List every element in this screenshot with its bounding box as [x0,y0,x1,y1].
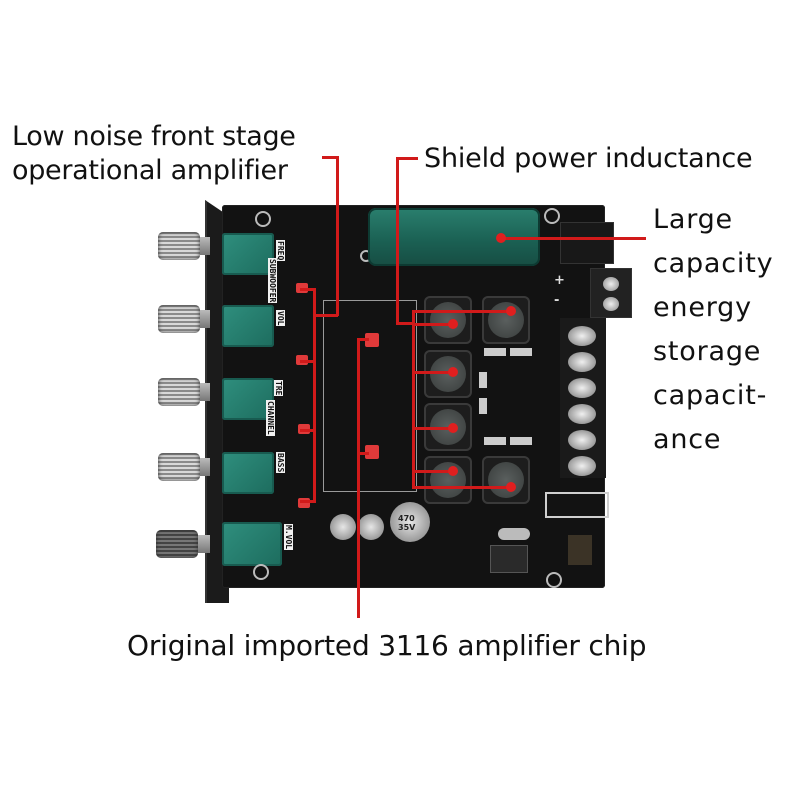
leader-dot [448,319,458,329]
knob-subwoofer-vol [158,305,200,333]
callout-chip-label: Original imported 3116 amplifier chip [127,629,647,662]
inductor [482,296,530,344]
leader-dot [506,482,516,492]
potentiometer-bass [222,452,274,494]
callout-cap-line: capacit- [653,380,768,411]
leader-line [396,322,414,325]
potentiometer-master-vol [222,522,282,566]
leader-dot [506,306,516,316]
terminal-screw [568,352,596,372]
power-polarity-marks: + - [554,271,565,311]
leader-line [336,156,339,316]
smd-component [479,372,487,388]
smd-component [484,437,506,445]
electrolytic-capacitor-470uf: 470 35V [390,502,430,542]
potentiometer-subwoofer-vol [222,305,274,347]
callout-cap-line: ance [653,424,722,455]
leader-line [300,429,316,432]
knob-treble [158,378,200,406]
inductor [424,456,472,504]
terminal-screw [603,297,619,311]
amplifier-chip-area [323,300,417,492]
silkscreen-master-vol: M.VOL [284,524,293,551]
silkscreen-treble: TRE [274,380,283,397]
silkscreen-channel: CHANNEL [266,400,275,436]
crystal-oscillator [498,528,530,540]
potentiometer-freq [222,233,274,275]
leader-line [300,500,316,503]
leader-dot [448,423,458,433]
dc-power-jack [560,222,614,264]
leader-line [412,310,415,488]
minus-mark: - [554,293,560,308]
callout-capacitor-label: Large capacity energy storage capacit- a… [653,198,773,462]
silkscreen-freq: FREQ [276,240,285,262]
mounting-hole [255,211,271,227]
callout-cap-line: energy [653,292,752,323]
leader-line [500,237,646,240]
leader-line [300,360,316,363]
audio-jack [568,535,592,565]
smd-component [484,348,506,356]
leader-line [412,323,454,326]
smd-component [479,398,487,414]
bluetooth-chip [490,545,528,573]
leader-line [316,314,338,317]
leader-line [412,310,512,313]
bluetooth-antenna [545,492,609,518]
opamp-marker [298,498,310,508]
mounting-hole [546,572,562,588]
knob-freq [158,232,200,260]
leader-line [398,157,418,160]
callout-cap-line: storage [653,336,762,367]
knob-bass [158,453,200,481]
knob-master-vol [156,530,198,558]
leader-line [357,338,360,618]
terminal-screw [568,430,596,450]
callout-inductor-label: Shield power inductance [424,143,753,174]
capacitor-marking: 470 35V [398,514,416,532]
callout-opamp-line2: operational amplifier [12,155,288,186]
power-screw-terminal [590,268,632,318]
speaker-screw-terminal [560,318,606,478]
silkscreen-bass: BASS [276,452,285,474]
silkscreen-subwoofer: SUBWOOFER [268,258,277,304]
terminal-screw [568,456,596,476]
callout-cap-line: capacity [653,248,774,279]
leader-dot [448,466,458,476]
leader-line [357,338,369,341]
leader-line [412,427,454,430]
leader-line [412,470,454,473]
mounting-hole [253,564,269,580]
leader-line [412,486,512,489]
mounting-hole [544,208,560,224]
callout-opamp-label: Low noise front stage operational amplif… [12,120,296,188]
potentiometer-treble [222,378,274,420]
amp-chip-marker [365,333,379,347]
leader-line [313,290,316,502]
callout-cap-line: Large [653,204,733,235]
inductor [482,456,530,504]
electrolytic-capacitor [330,514,356,540]
leader-line [322,156,338,159]
terminal-screw [568,378,596,398]
knob-shaft [194,535,210,553]
inductor [424,350,472,398]
leader-dot [496,233,506,243]
callout-opamp-line1: Low noise front stage [12,121,296,152]
leader-line [396,157,399,325]
leader-line [300,288,316,291]
leader-line [357,452,369,455]
plus-mark: + [554,273,565,288]
smd-component [510,437,532,445]
terminal-screw [603,277,619,291]
leader-dot [448,367,458,377]
silkscreen-vol: VOL [276,310,285,327]
terminal-screw [568,404,596,424]
smd-component [510,348,532,356]
leader-line [412,371,454,374]
amp-chip-marker [365,445,379,459]
electrolytic-capacitor [358,514,384,540]
terminal-screw [568,326,596,346]
